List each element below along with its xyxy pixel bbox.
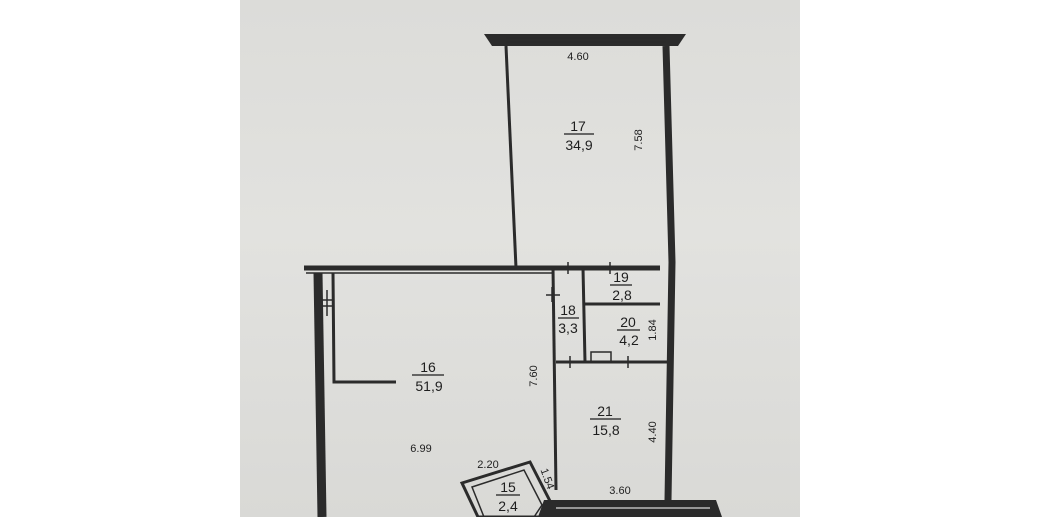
room-18-label: 18 3,3 [558,302,579,336]
dimension-label: 4.40 [647,421,659,442]
room-number: 17 [570,118,586,134]
partition-wall [546,267,560,491]
room-15-label: 15 2,4 [496,479,520,514]
dimension-label: 2.20 [477,459,498,471]
room-number: 19 [613,269,629,285]
room-number: 15 [500,479,516,495]
dimension-label: 7.58 [633,129,645,150]
room-16-label: 16 51,9 [412,359,444,394]
room-area: 2,4 [498,498,518,514]
room-area: 2,8 [612,287,632,303]
room-21-label: 21 15,8 [590,403,621,438]
room-number: 18 [560,302,576,318]
room-area: 34,9 [565,137,592,153]
room-number: 16 [420,359,436,375]
room-20-label: 20 4,2 [617,314,640,348]
balcony-bottom [459,460,722,517]
room-19-label: 19 2,8 [610,269,632,303]
room-number: 20 [620,314,636,330]
dimension-label: 6.99 [410,443,431,455]
room-17-walls [504,45,676,501]
room-area: 3,3 [558,320,578,336]
balcony-top [484,34,686,46]
small-rooms-walls [556,262,668,368]
room-number: 21 [597,403,613,419]
dimension-label: 3.60 [609,485,630,497]
room-17-label: 17 34,9 [564,118,594,153]
dimension-label: 7.60 [528,365,540,386]
dimension-label: 4.60 [567,51,588,63]
left-wall [313,272,396,517]
middle-wall [304,265,660,274]
room-area: 15,8 [592,422,619,438]
room-area: 51,9 [415,378,442,394]
room-area: 4,2 [619,332,639,348]
dimension-label: 1.84 [647,319,659,340]
paper-background [240,0,800,517]
